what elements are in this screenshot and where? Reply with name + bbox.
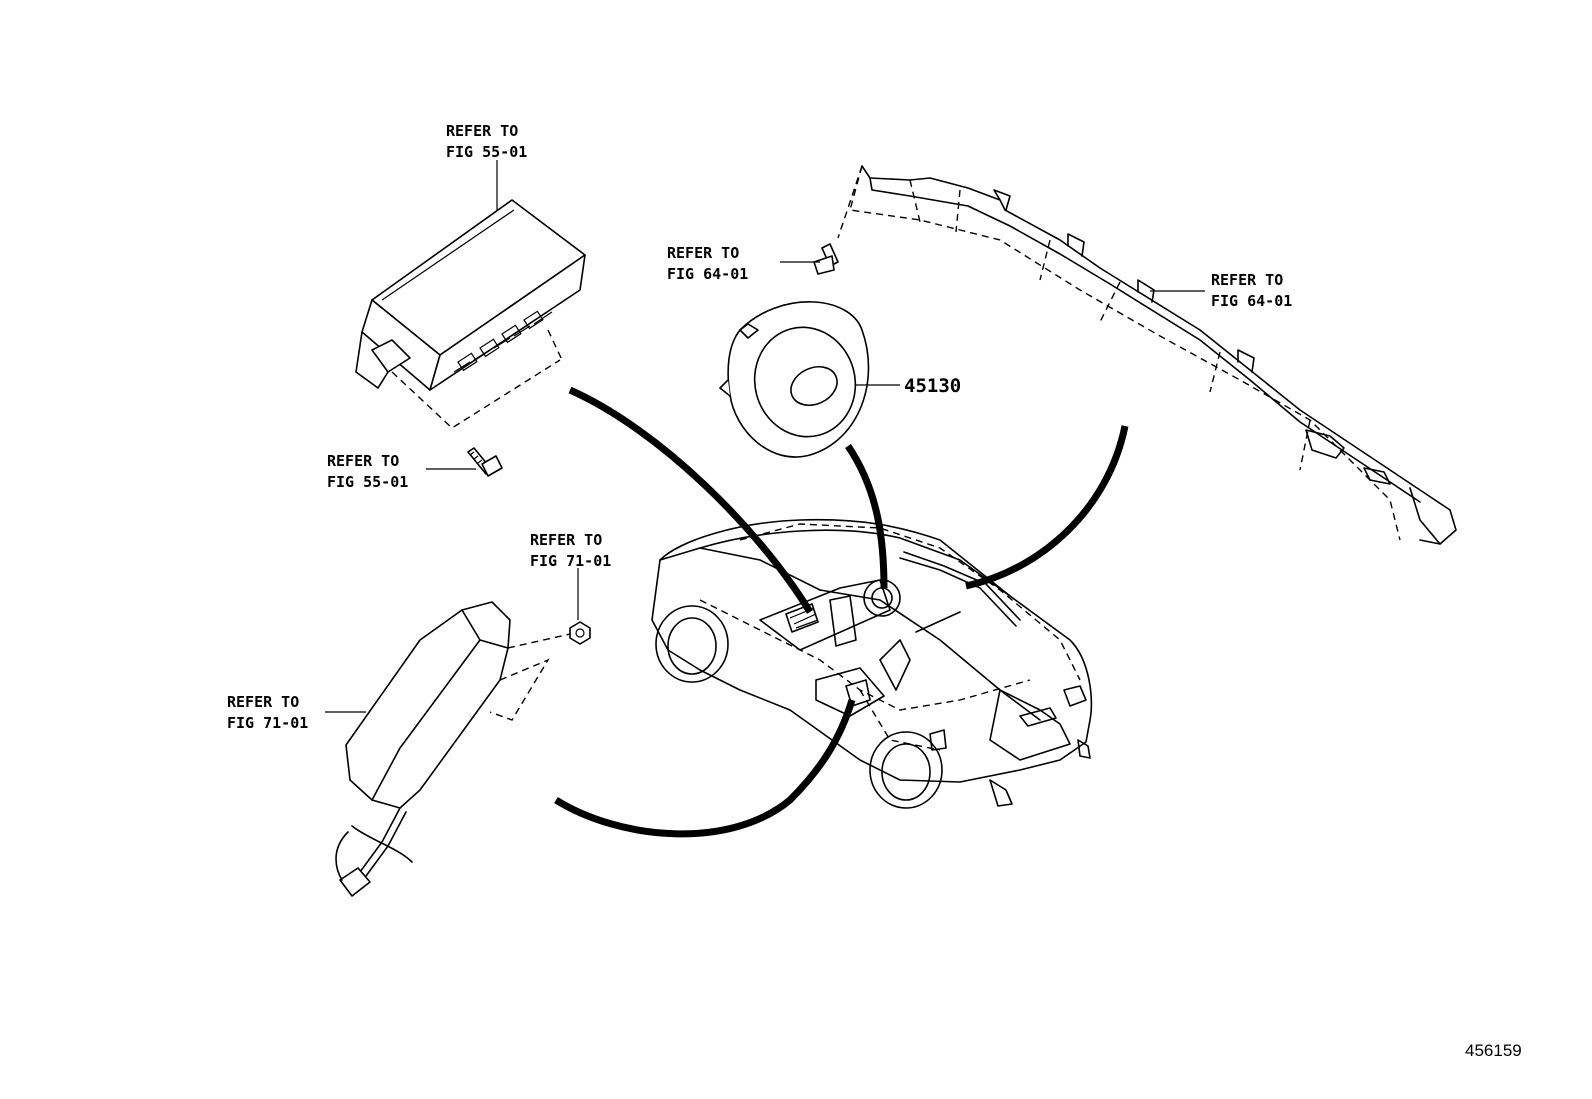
steering-bolt-refer-line2: FIG 64-01 <box>667 265 748 283</box>
curtain-refer-line1: REFER TO <box>1211 271 1283 289</box>
seat-airbag-refer-line2: FIG 71-01 <box>227 714 308 732</box>
front-seat-side-airbag[interactable] <box>335 601 571 897</box>
ecu-bolt-refer-line2: FIG 55-01 <box>327 473 408 491</box>
airbag-sensor-ecu[interactable] <box>355 199 586 429</box>
steering-wheel-airbag-45130[interactable] <box>719 301 870 458</box>
vehicle-outline <box>651 518 1093 809</box>
curtain-shield-airbag[interactable] <box>837 165 1457 545</box>
ecu-bolt[interactable] <box>467 447 503 477</box>
arc-steering <box>845 444 888 589</box>
seat-nut[interactable] <box>569 621 591 645</box>
figure-number: 456159 <box>1465 1041 1522 1060</box>
steering-bolt-refer-line1: REFER TO <box>667 244 739 262</box>
ecu-refer-line1: REFER TO <box>446 122 518 140</box>
seat-nut-refer-line1: REFER TO <box>530 531 602 549</box>
ecu-bolt-refer-line1: REFER TO <box>327 452 399 470</box>
arc-seat <box>554 698 856 838</box>
arc-curtain <box>965 425 1129 590</box>
ecu-refer-line2: FIG 55-01 <box>446 143 527 161</box>
steering-bolt[interactable] <box>813 243 839 275</box>
arc-ecu <box>568 386 813 614</box>
seat-nut-refer-line2: FIG 71-01 <box>530 552 611 570</box>
part-number-45130[interactable]: 45130 <box>904 375 961 397</box>
seat-airbag-refer-line1: REFER TO <box>227 693 299 711</box>
curtain-refer-line2: FIG 64-01 <box>1211 292 1292 310</box>
location-arcs <box>554 386 1129 838</box>
